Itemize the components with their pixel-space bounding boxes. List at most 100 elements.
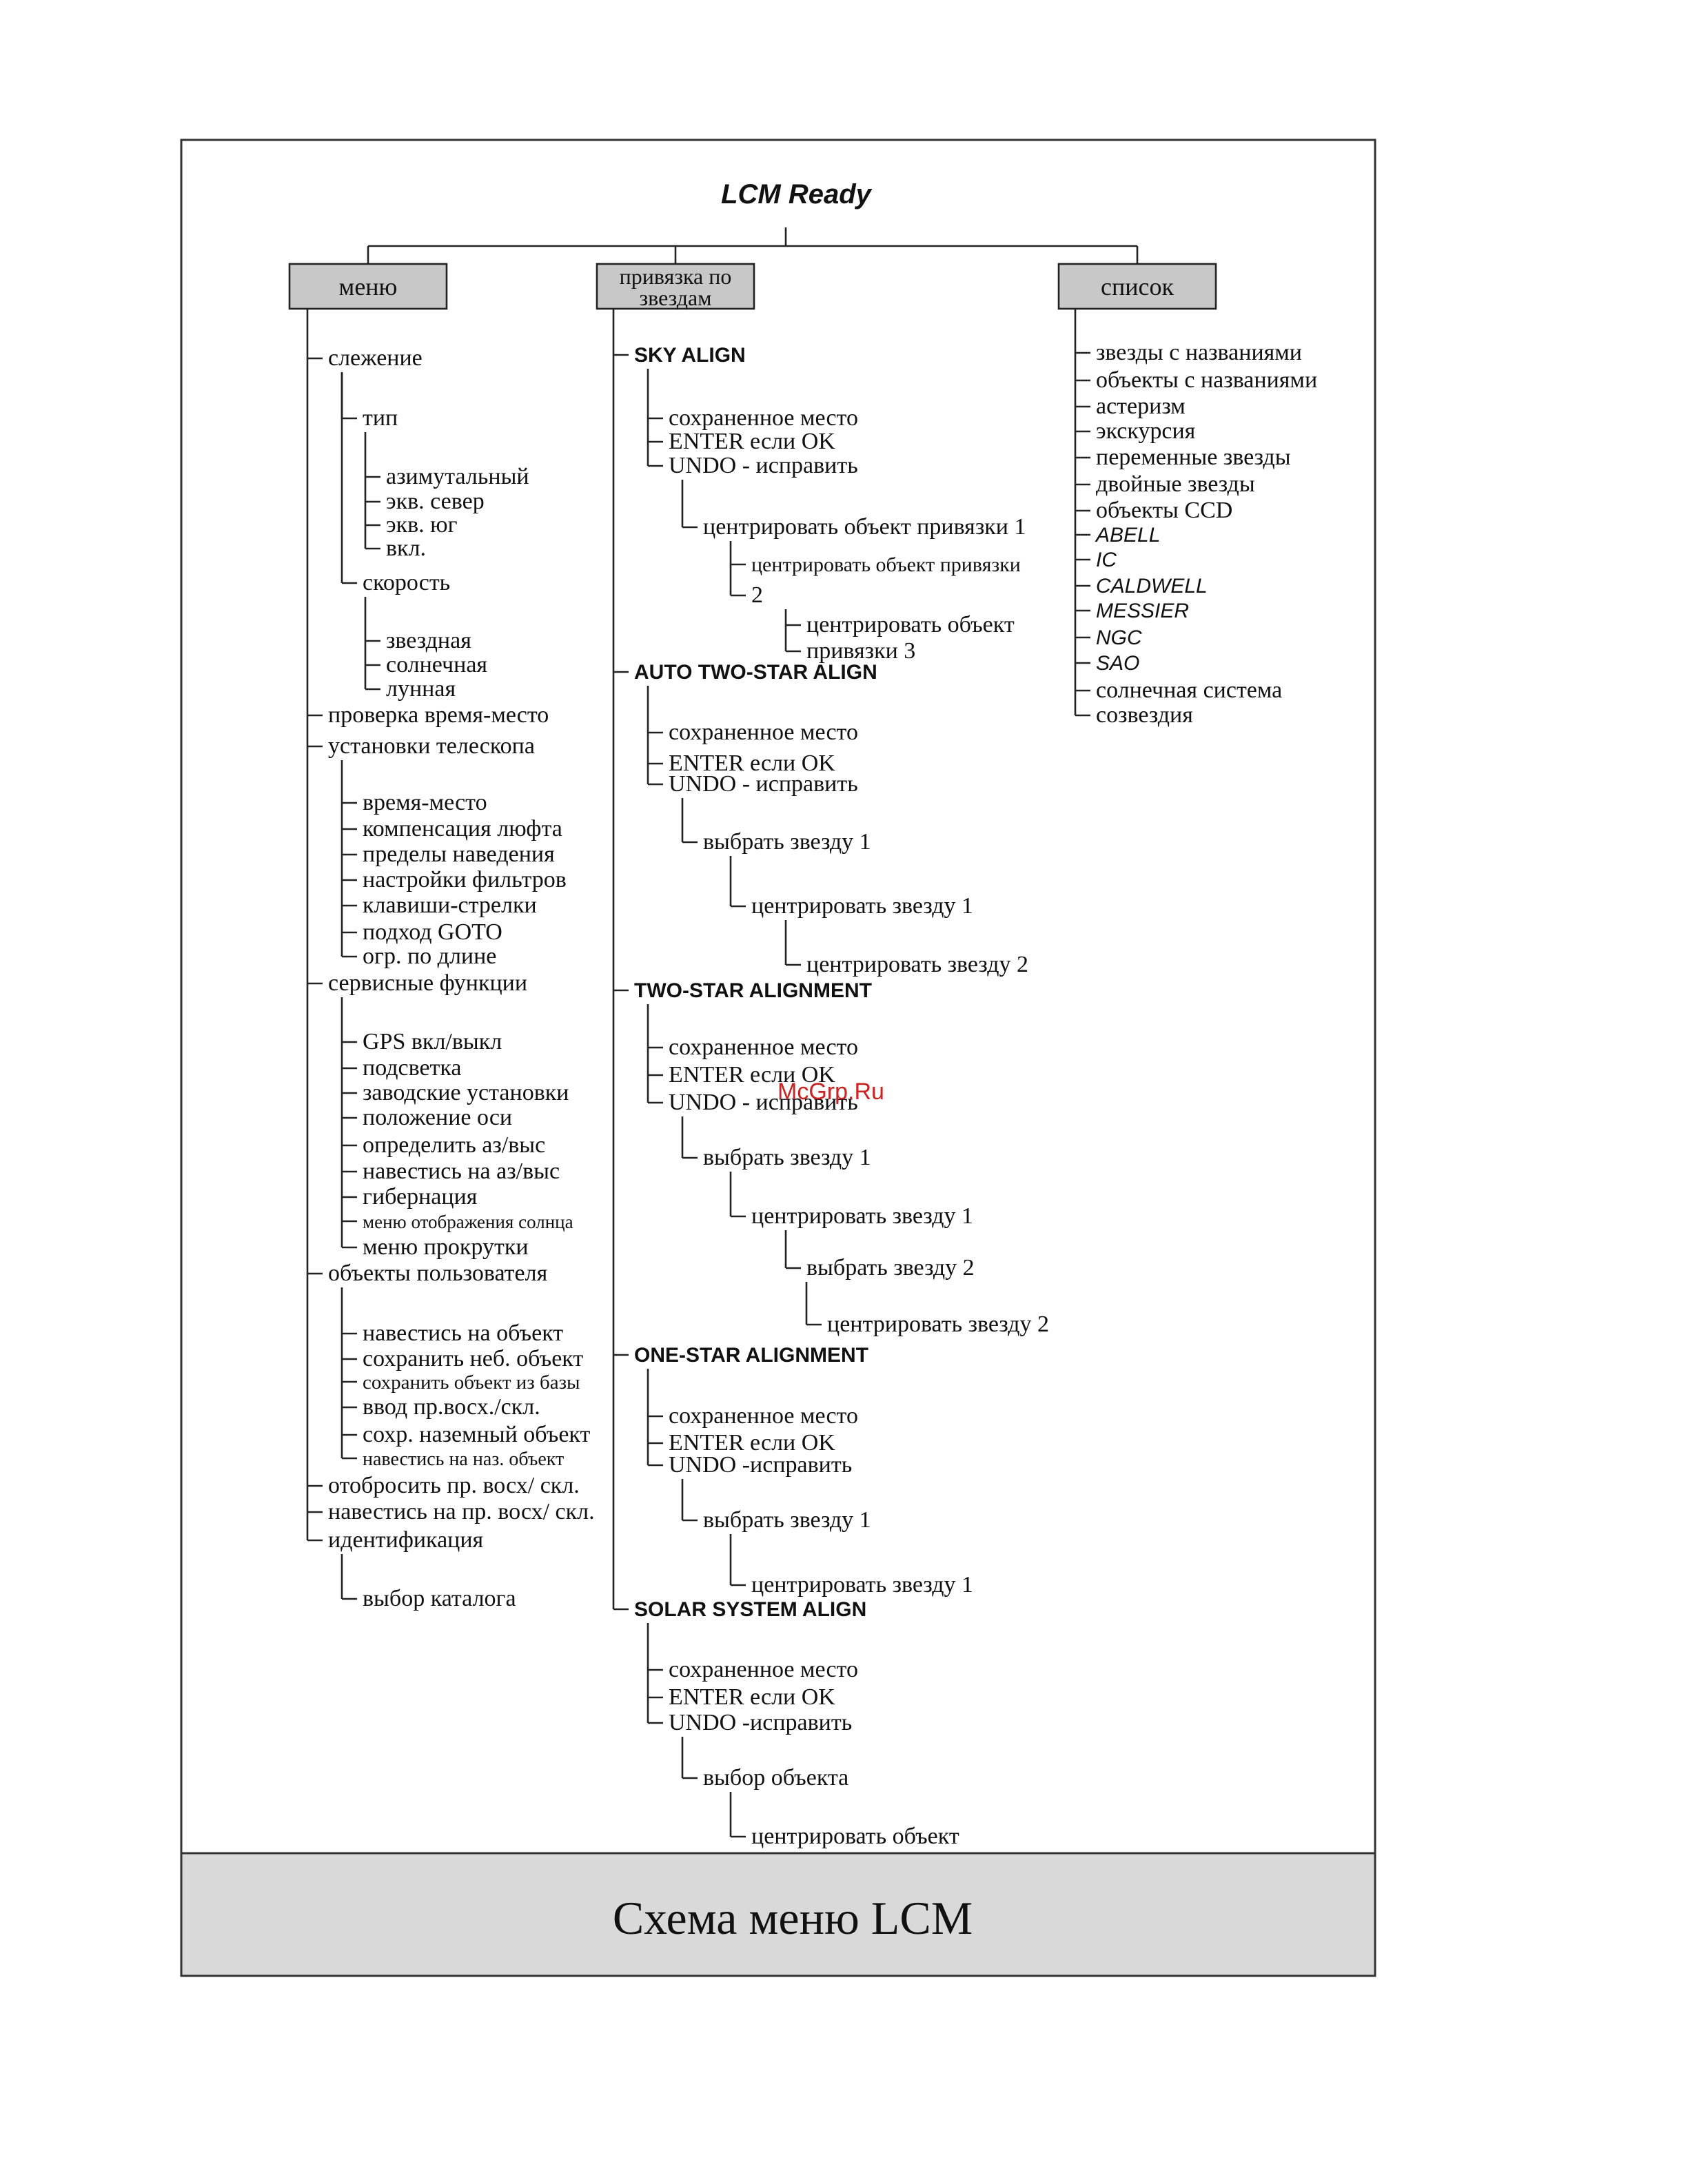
tree-item: меню прокрутки <box>363 1234 529 1260</box>
tree-item: навестись на аз/выс <box>363 1159 560 1184</box>
tree-item: экскурсия <box>1096 418 1196 444</box>
tree-item: SKY ALIGN <box>634 344 746 367</box>
tree-item: выбрать звезду 1 <box>703 1507 871 1533</box>
tree-item: UNDO - исправить <box>669 453 858 478</box>
tree-item: центрировать объект <box>751 1824 959 1849</box>
branch-header-box-1 <box>596 263 755 310</box>
tree-item: ввод пр.восх./скл. <box>363 1394 540 1420</box>
tree-item: лунная <box>386 676 456 702</box>
tree-item: SAO <box>1096 652 1139 675</box>
tree-item: выбор каталога <box>363 1586 516 1611</box>
tree-item: подход GOTO <box>363 919 502 945</box>
tree-item: сохраненное место <box>669 1034 858 1060</box>
tree-item: экв. север <box>386 489 485 514</box>
tree-item: звездная <box>386 628 471 653</box>
tree-item: сохраненное место <box>669 720 858 745</box>
diagram-frame <box>180 139 1376 1977</box>
tree-item: огр. по длине <box>363 943 496 969</box>
tree-item: сохранить неб. объект <box>363 1346 583 1371</box>
tree-item: настройки фильтров <box>363 867 567 892</box>
tree-item: проверка время-место <box>328 702 549 728</box>
tree-item: звезды с названиями <box>1096 340 1302 365</box>
tree-item: сохраненное место <box>669 1403 858 1429</box>
tree-item: меню отображения солнца <box>363 1212 573 1232</box>
tree-item: центрировать звезду 2 <box>806 952 1028 977</box>
tree-item: UNDO - исправить <box>669 771 858 797</box>
tree-item: SOLAR SYSTEM ALIGN <box>634 1598 866 1621</box>
branch-header-label: привязка по <box>620 264 732 289</box>
tree-item: сохранить объект из базы <box>363 1371 580 1394</box>
tree-item: ENTER если OK <box>669 751 835 776</box>
tree-item: UNDO -исправить <box>669 1452 852 1478</box>
caption-panel <box>180 1852 1376 1977</box>
branch-header-label: звездам <box>640 285 712 310</box>
tree-item: центрировать объект привязки 1 <box>703 514 1026 540</box>
branch-header-label: список <box>1101 273 1174 300</box>
tree-item: ENTER если OK <box>669 429 835 454</box>
tree-item: CALDWELL <box>1096 575 1208 598</box>
tree-item: установки телескопа <box>328 733 535 759</box>
tree-item: скорость <box>363 570 450 595</box>
tree-item: ONE-STAR ALIGNMENT <box>634 1344 868 1367</box>
tree-item: TWO-STAR ALIGNMENT <box>634 979 872 1002</box>
tree-item: вкл. <box>386 535 426 561</box>
tree-item: пределы наведения <box>363 841 555 867</box>
tree-item: центрировать объект привязки <box>751 553 1021 576</box>
tree-item: подсветка <box>363 1055 462 1081</box>
tree-item: гибернация <box>363 1184 478 1210</box>
tree-item: слежение <box>328 345 423 371</box>
tree-item: объекты пользователя <box>328 1261 548 1286</box>
tree-item: выбрать звезду 1 <box>703 829 871 855</box>
tree-item: выбрать звезду 2 <box>806 1255 975 1280</box>
tree-item: азимутальный <box>386 464 529 489</box>
tree-item: выбор объекта <box>703 1765 848 1790</box>
tree-item: положение оси <box>363 1105 512 1130</box>
watermark: McGrp.Ru <box>777 1079 884 1105</box>
tree-item: IC <box>1096 549 1117 571</box>
tree-item: UNDO - исправить <box>669 1090 858 1115</box>
tree-item: UNDO -исправить <box>669 1710 852 1735</box>
tree-item: тип <box>363 405 398 431</box>
tree-item: экв. юг <box>386 512 458 538</box>
tree-item: NGC <box>1096 626 1142 649</box>
tree-item: солнечная <box>386 652 487 677</box>
tree-item: ENTER если OK <box>669 1430 835 1456</box>
branch-header-label: меню <box>339 273 398 300</box>
tree-item: GPS вкл/выкл <box>363 1029 502 1054</box>
tree-item: MESSIER <box>1096 600 1189 622</box>
tree-item: центрировать звезду 1 <box>751 893 973 919</box>
tree-item: ENTER если OK <box>669 1062 835 1088</box>
tree-item: сохр. наземный объект <box>363 1422 590 1447</box>
tree-item: компенсация люфта <box>363 816 562 841</box>
tree-item: заводские установки <box>363 1080 569 1105</box>
tree-item: центрировать звезду 2 <box>827 1312 1049 1337</box>
branch-header-box-2 <box>1057 263 1217 310</box>
tree-item: отобросить пр. восх/ скл. <box>328 1473 580 1498</box>
tree-item: солнечная система <box>1096 677 1282 703</box>
tree-item: центрировать звезду 1 <box>751 1572 973 1598</box>
tree-item: определить аз/выс <box>363 1132 545 1158</box>
tree-item: выбрать звезду 1 <box>703 1145 871 1170</box>
tree-item: идентификация <box>328 1527 484 1553</box>
tree-item: сохраненное место <box>669 1657 858 1682</box>
tree-item: двойные звезды <box>1096 471 1255 497</box>
tree-item: объекты с названиями <box>1096 367 1317 393</box>
diagram-caption: Схема меню LCM <box>613 1892 973 1944</box>
tree-item: ABELL <box>1095 524 1160 547</box>
tree-item: время-место <box>363 790 487 815</box>
tree-item: навестись на пр. восх/ скл. <box>328 1499 595 1524</box>
branch-header-box-0 <box>288 263 448 310</box>
tree-item: объекты CCD <box>1096 498 1232 523</box>
tree-item: клавиши-стрелки <box>363 892 537 918</box>
tree-item: ENTER если OK <box>669 1684 835 1710</box>
tree-item: сохраненное место <box>669 405 858 431</box>
tree-item: центрировать объект <box>806 612 1015 637</box>
tree-connectors <box>306 227 1139 1838</box>
tree-item: AUTO TWO-STAR ALIGN <box>634 661 877 684</box>
tree-item: переменные звезды <box>1096 445 1291 470</box>
tree-item: навестись на объект <box>363 1320 563 1346</box>
tree-item: привязки 3 <box>806 638 915 664</box>
tree-item: сервисные функции <box>328 970 527 996</box>
